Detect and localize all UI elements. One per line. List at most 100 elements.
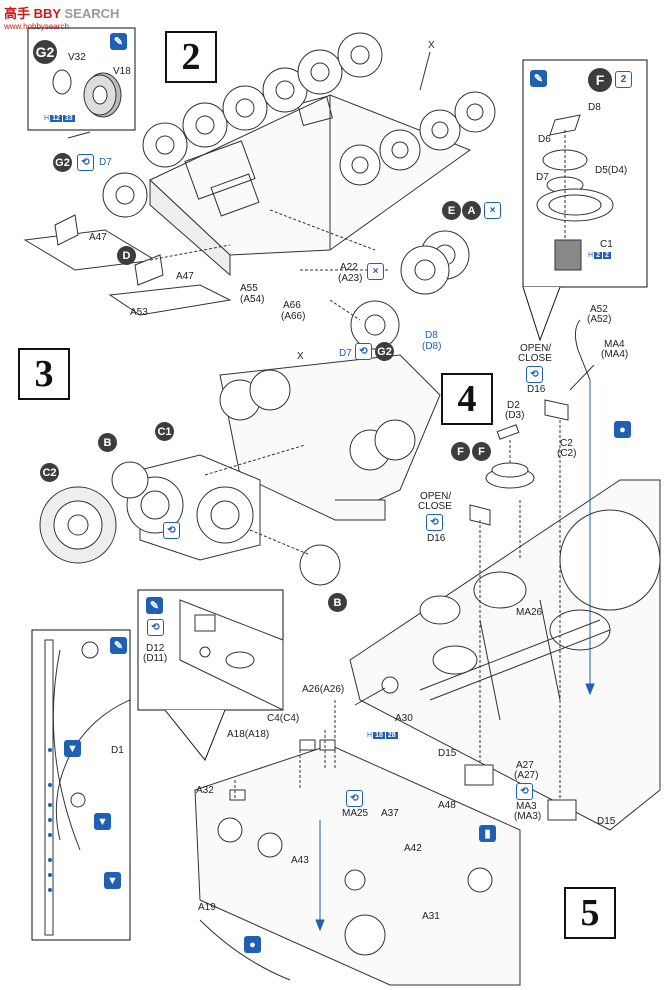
s2-label-a22p: (A23) xyxy=(338,273,363,284)
s5-label-a19: A19 xyxy=(198,902,216,913)
step4-hatches xyxy=(354,399,577,821)
s2-label-a55: A55 xyxy=(240,283,258,294)
s5-label-d1: D1 xyxy=(111,745,124,756)
s4-tag-a: 18 xyxy=(373,732,385,739)
step4-cupola xyxy=(485,424,535,489)
step-number-3: 3 xyxy=(18,348,70,400)
step5-hull-floor xyxy=(194,739,521,986)
watermark-sub: www.hobbysearch xyxy=(4,22,69,31)
repeat-icon: ⟲ xyxy=(526,366,543,383)
repeat-icon: ⟲ xyxy=(147,619,164,636)
s2-badge-a: A xyxy=(462,201,481,220)
g2-badge: G2 xyxy=(33,40,57,64)
f-cupola-drawing xyxy=(536,114,614,271)
s5-label-a48: A48 xyxy=(438,800,456,811)
f-label-c1: C1 xyxy=(600,239,613,250)
s5-label-a37: A37 xyxy=(381,808,399,819)
s2-label-a22: A22 xyxy=(340,262,358,273)
f-label-d7: D7 xyxy=(536,172,549,183)
inset-d1-interior xyxy=(44,639,131,936)
step-number-4: 4 xyxy=(441,373,493,425)
s3-label-x: X xyxy=(297,351,304,362)
s4-label-open2: OPEN/ xyxy=(420,491,452,502)
s2-label-d8: D8 xyxy=(425,330,438,341)
s5-label-c4: C4(C4) xyxy=(267,713,300,724)
f-count: 2 xyxy=(620,74,627,85)
step-number-5: 5 xyxy=(564,887,616,939)
s4-label-d2p: (D3) xyxy=(505,410,525,421)
s2-label-d7b: D7 xyxy=(339,348,352,359)
s3-badge-c2: C2 xyxy=(40,463,59,482)
s2-badge-e: E xyxy=(442,201,461,220)
step2-road-wheels xyxy=(102,32,496,350)
s4-label-c2: C2 xyxy=(560,438,573,449)
s2-label-d7a: D7 xyxy=(99,157,112,168)
s3-badge-b2: B xyxy=(328,593,347,612)
s2-label-a66p: (A66) xyxy=(281,311,306,322)
g2-tag-a: 12 xyxy=(50,115,62,122)
paint-marker-icon: ▼ xyxy=(104,872,121,889)
s4-label-close1: CLOSE xyxy=(518,353,552,364)
step4-hull-deck xyxy=(349,479,661,831)
s4-label-d16a: D16 xyxy=(527,384,546,395)
s4-label-d2: D2 xyxy=(507,400,520,411)
s4-label-a27p: (A27) xyxy=(514,770,539,781)
repeat-icon: ⟲ xyxy=(163,522,180,539)
watermark-cn: 高手 xyxy=(4,6,31,21)
glue-icon: ✎ xyxy=(530,70,547,87)
s4-label-a30: A30 xyxy=(395,713,413,724)
watermark-brand-b: SEARCH xyxy=(64,6,120,21)
s4-badge-f2: F xyxy=(472,442,491,461)
paint-marker-icon: ▼ xyxy=(64,740,81,757)
glue-icon: ✎ xyxy=(146,597,163,614)
s2-label-a53: A53 xyxy=(130,307,148,318)
s4-label-a52p: (A52) xyxy=(587,314,612,325)
f-badge: F xyxy=(588,68,612,92)
paint-drop-icon: ● xyxy=(244,936,261,953)
s4-label-close2: CLOSE xyxy=(418,501,452,512)
paint-drop-icon: ● xyxy=(614,421,631,438)
s4-label-a52: A52 xyxy=(590,304,608,315)
repeat-icon: ⟲ xyxy=(355,343,372,360)
watermark-brand-a: BBY xyxy=(33,6,61,21)
s5-label-a32: A32 xyxy=(196,785,214,796)
s4-label-a27: A27 xyxy=(516,760,534,771)
s2-label-a47b: A47 xyxy=(176,271,194,282)
s4-label-ma3: MA3 xyxy=(516,801,537,812)
s2-label-x: X xyxy=(428,40,435,51)
s4-label-d16b: D16 xyxy=(427,533,446,544)
s5-label-d12p: (D11) xyxy=(143,653,168,664)
f-label-d6: D6 xyxy=(538,134,551,145)
f-tag-a: 2 xyxy=(594,252,602,259)
f-label-d5: D5(D4) xyxy=(595,165,628,176)
repeat-icon: ⟲ xyxy=(426,514,443,531)
glue-icon: ✎ xyxy=(110,33,127,50)
g2-wheel-drawing xyxy=(52,69,122,118)
s5-label-a26: A26(A26) xyxy=(302,684,345,695)
paint-bars-icon: ▮ xyxy=(479,825,496,842)
s5-label-d12: D12 xyxy=(146,643,165,654)
s4-label-d15a: D15 xyxy=(438,748,457,759)
s3-badge-b1: B xyxy=(98,433,117,452)
repeat-x2-icon: 2 xyxy=(615,71,632,88)
s4-label-d15b: D15 xyxy=(597,816,616,827)
label-v32: V32 xyxy=(68,52,86,63)
s5-label-a42: A42 xyxy=(404,843,422,854)
s2-badge-g2: G2 xyxy=(53,153,72,172)
inset-d12-drawing xyxy=(179,599,284,711)
s4-label-open1: OPEN/ xyxy=(520,343,552,354)
step3-hull xyxy=(219,354,441,521)
s5-label-a18: A18(A18) xyxy=(227,729,270,740)
s4-label-ma3p: (MA3) xyxy=(514,811,542,822)
s2-label-a66: A66 xyxy=(283,300,301,311)
label-v18: V18 xyxy=(113,66,131,77)
s2-badge-d: D xyxy=(117,246,136,265)
s3-badge-c1: C1 xyxy=(155,422,174,441)
s2-label-d8p: (D8) xyxy=(422,341,442,352)
glue-icon: ✎ xyxy=(110,637,127,654)
repeat-x3-icon: × xyxy=(367,263,384,280)
repeat-x3-icon: × xyxy=(484,202,501,219)
